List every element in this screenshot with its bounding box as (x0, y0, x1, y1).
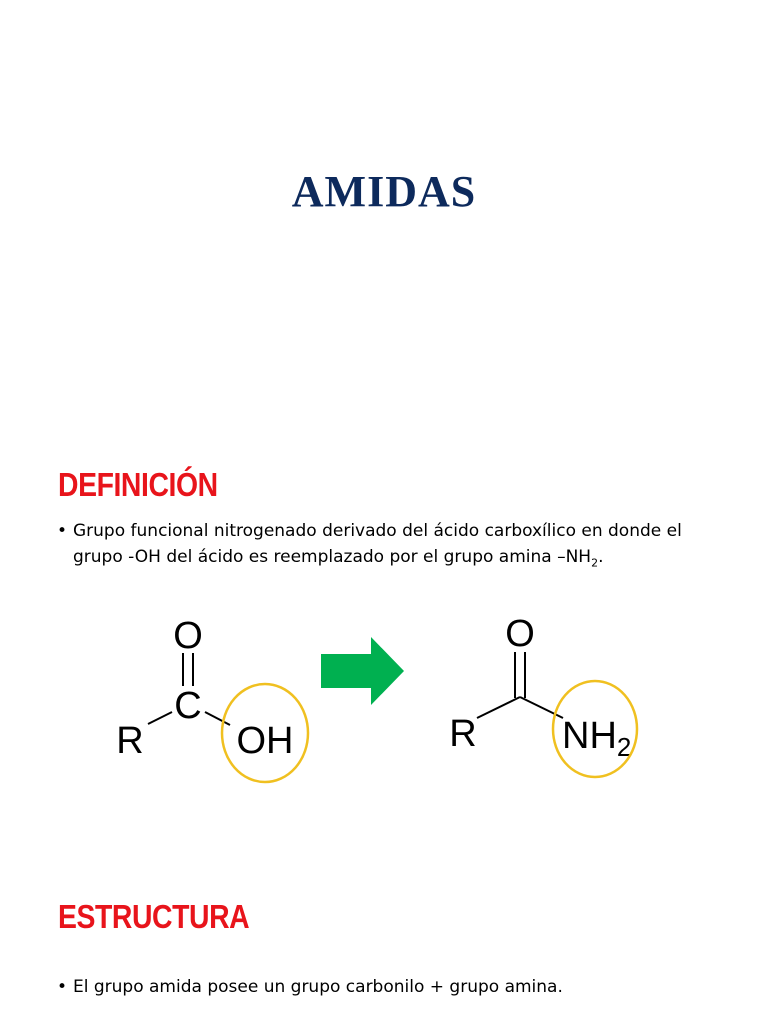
definition-text: Grupo funcional nitrogenado derivado del… (57, 518, 728, 570)
bullet-dot: • (57, 977, 68, 997)
slide-title: AMIDAS (291, 167, 477, 216)
definition-text-end: . (598, 547, 604, 567)
structure-bullet: • El grupo amida posee un grupo carbonil… (57, 974, 728, 1000)
definition-bullet: • Grupo funcional nitrogenado derivado d… (57, 518, 728, 570)
amide-nh-label: NH2 (562, 715, 631, 762)
reaction-arrow-icon (321, 637, 404, 705)
definition-text-main: Grupo funcional nitrogenado derivado del… (73, 521, 682, 567)
acid-r-c-bond (147, 711, 173, 725)
acid-carbon-label: C (174, 685, 201, 727)
definition-text-subscript: 2 (591, 556, 599, 570)
amide-nh-subscript: 2 (617, 732, 631, 762)
acid-c-oh-bond (204, 711, 231, 726)
amide-oxygen-label: O (505, 613, 535, 655)
amide-r-label: R (449, 713, 476, 755)
amide-r-c-bond (476, 696, 521, 719)
bullet-dot: • (57, 521, 68, 541)
carboxylic-acid-structure: O C R OH (116, 615, 310, 784)
section-heading-definicion: DEFINICIÓN (58, 466, 218, 503)
oh-highlight-circle (220, 682, 310, 784)
nh2-highlight-circle (551, 679, 639, 779)
acid-r-label: R (116, 720, 143, 762)
structure-text: El grupo amida posee un grupo carbonilo … (73, 977, 563, 997)
amide-nh-text: NH (562, 715, 617, 757)
acid-oh-label: OH (237, 720, 294, 762)
acid-oxygen-label: O (173, 615, 203, 657)
section-heading-estructura: ESTRUCTURA (58, 898, 250, 935)
amide-structure: O R NH2 (449, 613, 639, 779)
